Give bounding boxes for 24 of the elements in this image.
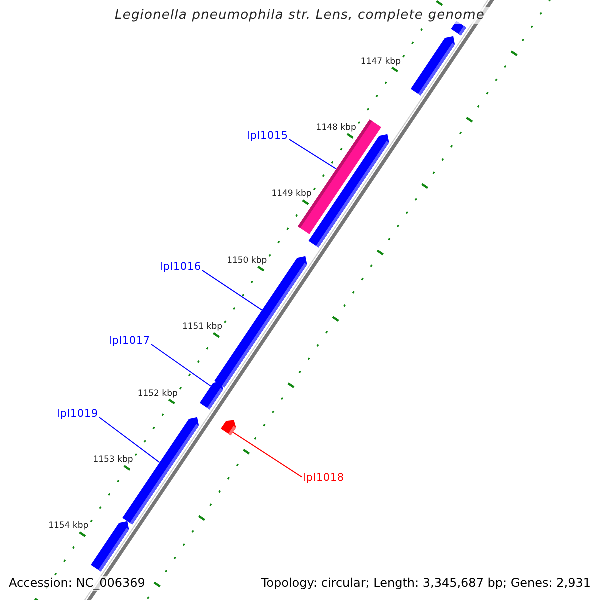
leader-line (288, 138, 337, 170)
scale-label: 1147 kbp (360, 56, 401, 67)
gene-label: lpl1016 (160, 261, 202, 274)
scale-label: 1153 kbp (93, 455, 134, 466)
footer-note: Topology: circular; Length: 3,345,687 bp; Genes: 2,931 (260, 576, 592, 591)
gene-label: lpl1017 (109, 335, 150, 348)
scale-label: 1154 kbp (48, 521, 89, 532)
gene-label: lpl1018 (303, 472, 344, 485)
gene-label: lpl1019 (57, 408, 98, 421)
scale-label: 1149 kbp (272, 189, 312, 200)
gene-block (410, 36, 456, 96)
scale-label: 1151 kbp (182, 322, 222, 332)
gene-block (200, 381, 224, 410)
scale-label: 1152 kbp (138, 388, 178, 399)
gene-label: lpl1015 (247, 130, 288, 143)
scale-label: 1148 kbp (316, 123, 356, 134)
leader-line (150, 344, 212, 387)
footer-note: Accession: NC_006369 (8, 576, 146, 591)
leader-line (98, 416, 160, 464)
gene-block (221, 420, 236, 436)
gene-block (91, 521, 130, 572)
leader-line (202, 270, 263, 311)
leader-line (232, 432, 302, 478)
scale-label: 1150 kbp (227, 256, 268, 266)
